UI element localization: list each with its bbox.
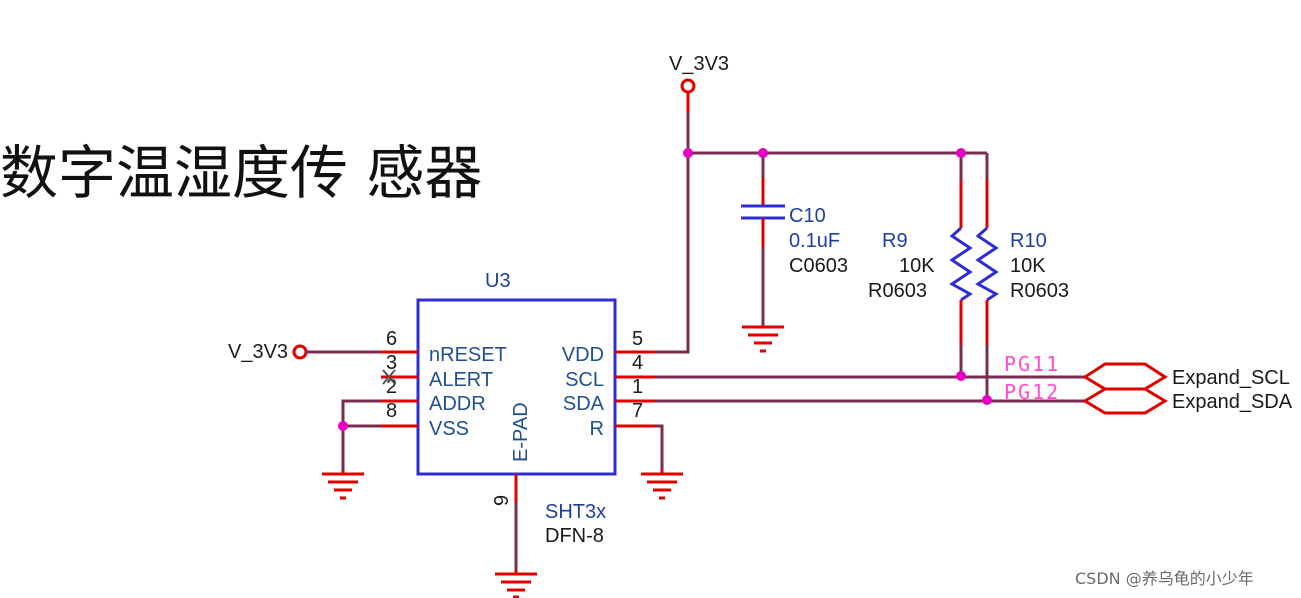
left-power-label: V_3V3 — [228, 341, 288, 363]
resistor-r9: R9 10K R0603 — [868, 153, 973, 376]
pin-num-3: 3 — [386, 352, 397, 374]
junction-dot — [956, 371, 966, 381]
pin-num-9: 9 — [491, 495, 513, 506]
r-pin-wire — [655, 424, 664, 470]
watermark: CSDN @养乌龟的小少年 — [1075, 569, 1254, 588]
ic-u3: U3 SHT3x DFN-8 E-PAD nRESET ALERT ADDR V… — [386, 270, 643, 547]
pin-name-vss: VSS — [429, 418, 469, 440]
pin-num-1: 1 — [632, 376, 643, 398]
pin-name-scl: SCL — [565, 369, 604, 391]
port-label-scl: Expand_SCL — [1172, 367, 1290, 389]
top-power-label: V_3V3 — [669, 53, 729, 75]
r9-value: 10K — [899, 255, 935, 277]
junction-dot — [758, 148, 768, 158]
r10-package: R0603 — [1010, 280, 1069, 302]
pin-num-6: 6 — [386, 328, 397, 350]
pin-name-alert: ALERT — [429, 369, 493, 391]
junction-dot — [338, 421, 348, 431]
power-terminal-icon — [292, 344, 308, 360]
ground-icon — [641, 470, 683, 500]
ic-epad-label: E-PAD — [510, 402, 532, 462]
c10-package: C0603 — [789, 255, 848, 277]
r10-ref: R10 — [1010, 230, 1047, 252]
r9-ref: R9 — [882, 230, 908, 252]
c10-value: 0.1uF — [789, 230, 840, 252]
r9-package: R0603 — [868, 280, 927, 302]
port-label-sda: Expand_SDA — [1172, 391, 1293, 413]
junction-dot — [982, 395, 992, 405]
ic-part: SHT3x — [545, 501, 606, 523]
pin-num-8: 8 — [386, 400, 397, 422]
net-label-pg12: PG12 — [1004, 380, 1060, 404]
ground-icon — [495, 570, 537, 598]
pin-name-nreset: nRESET — [429, 344, 507, 366]
ic-package: DFN-8 — [545, 525, 604, 547]
top-power-symbol: V_3V3 — [669, 53, 729, 112]
addr-wire — [341, 399, 381, 470]
r10-value: 10K — [1010, 255, 1046, 277]
diagram-title: 数字温湿度传 感器 — [0, 139, 482, 207]
no-connect-icon — [382, 369, 396, 385]
junction-dot — [683, 148, 693, 158]
resistor-r10: R10 10K R0603 — [975, 153, 1069, 400]
pin-name-sda: SDA — [563, 393, 605, 415]
port-sda-icon — [1082, 387, 1168, 415]
ic-ref: U3 — [485, 270, 511, 292]
pin-num-4: 4 — [632, 352, 643, 374]
port-scl-icon — [1082, 362, 1168, 391]
junction-dot — [956, 148, 966, 158]
pin-name-r: R — [590, 418, 604, 440]
capacitor-c10: C10 0.1uF C0603 — [741, 153, 848, 325]
ground-icon — [742, 325, 784, 353]
net-label-pg11: PG11 — [1004, 352, 1060, 376]
left-power-symbol: V_3V3 — [228, 341, 381, 363]
pin-name-vdd: VDD — [562, 344, 604, 366]
pin-num-7: 7 — [632, 400, 643, 422]
power-terminal-icon — [680, 78, 696, 94]
pin-num-2: 2 — [386, 376, 397, 398]
c10-ref: C10 — [789, 205, 826, 227]
pin-name-addr: ADDR — [429, 393, 486, 415]
vdd-wire — [655, 112, 690, 354]
pin-num-5: 5 — [632, 328, 643, 350]
ground-icon — [322, 470, 364, 500]
